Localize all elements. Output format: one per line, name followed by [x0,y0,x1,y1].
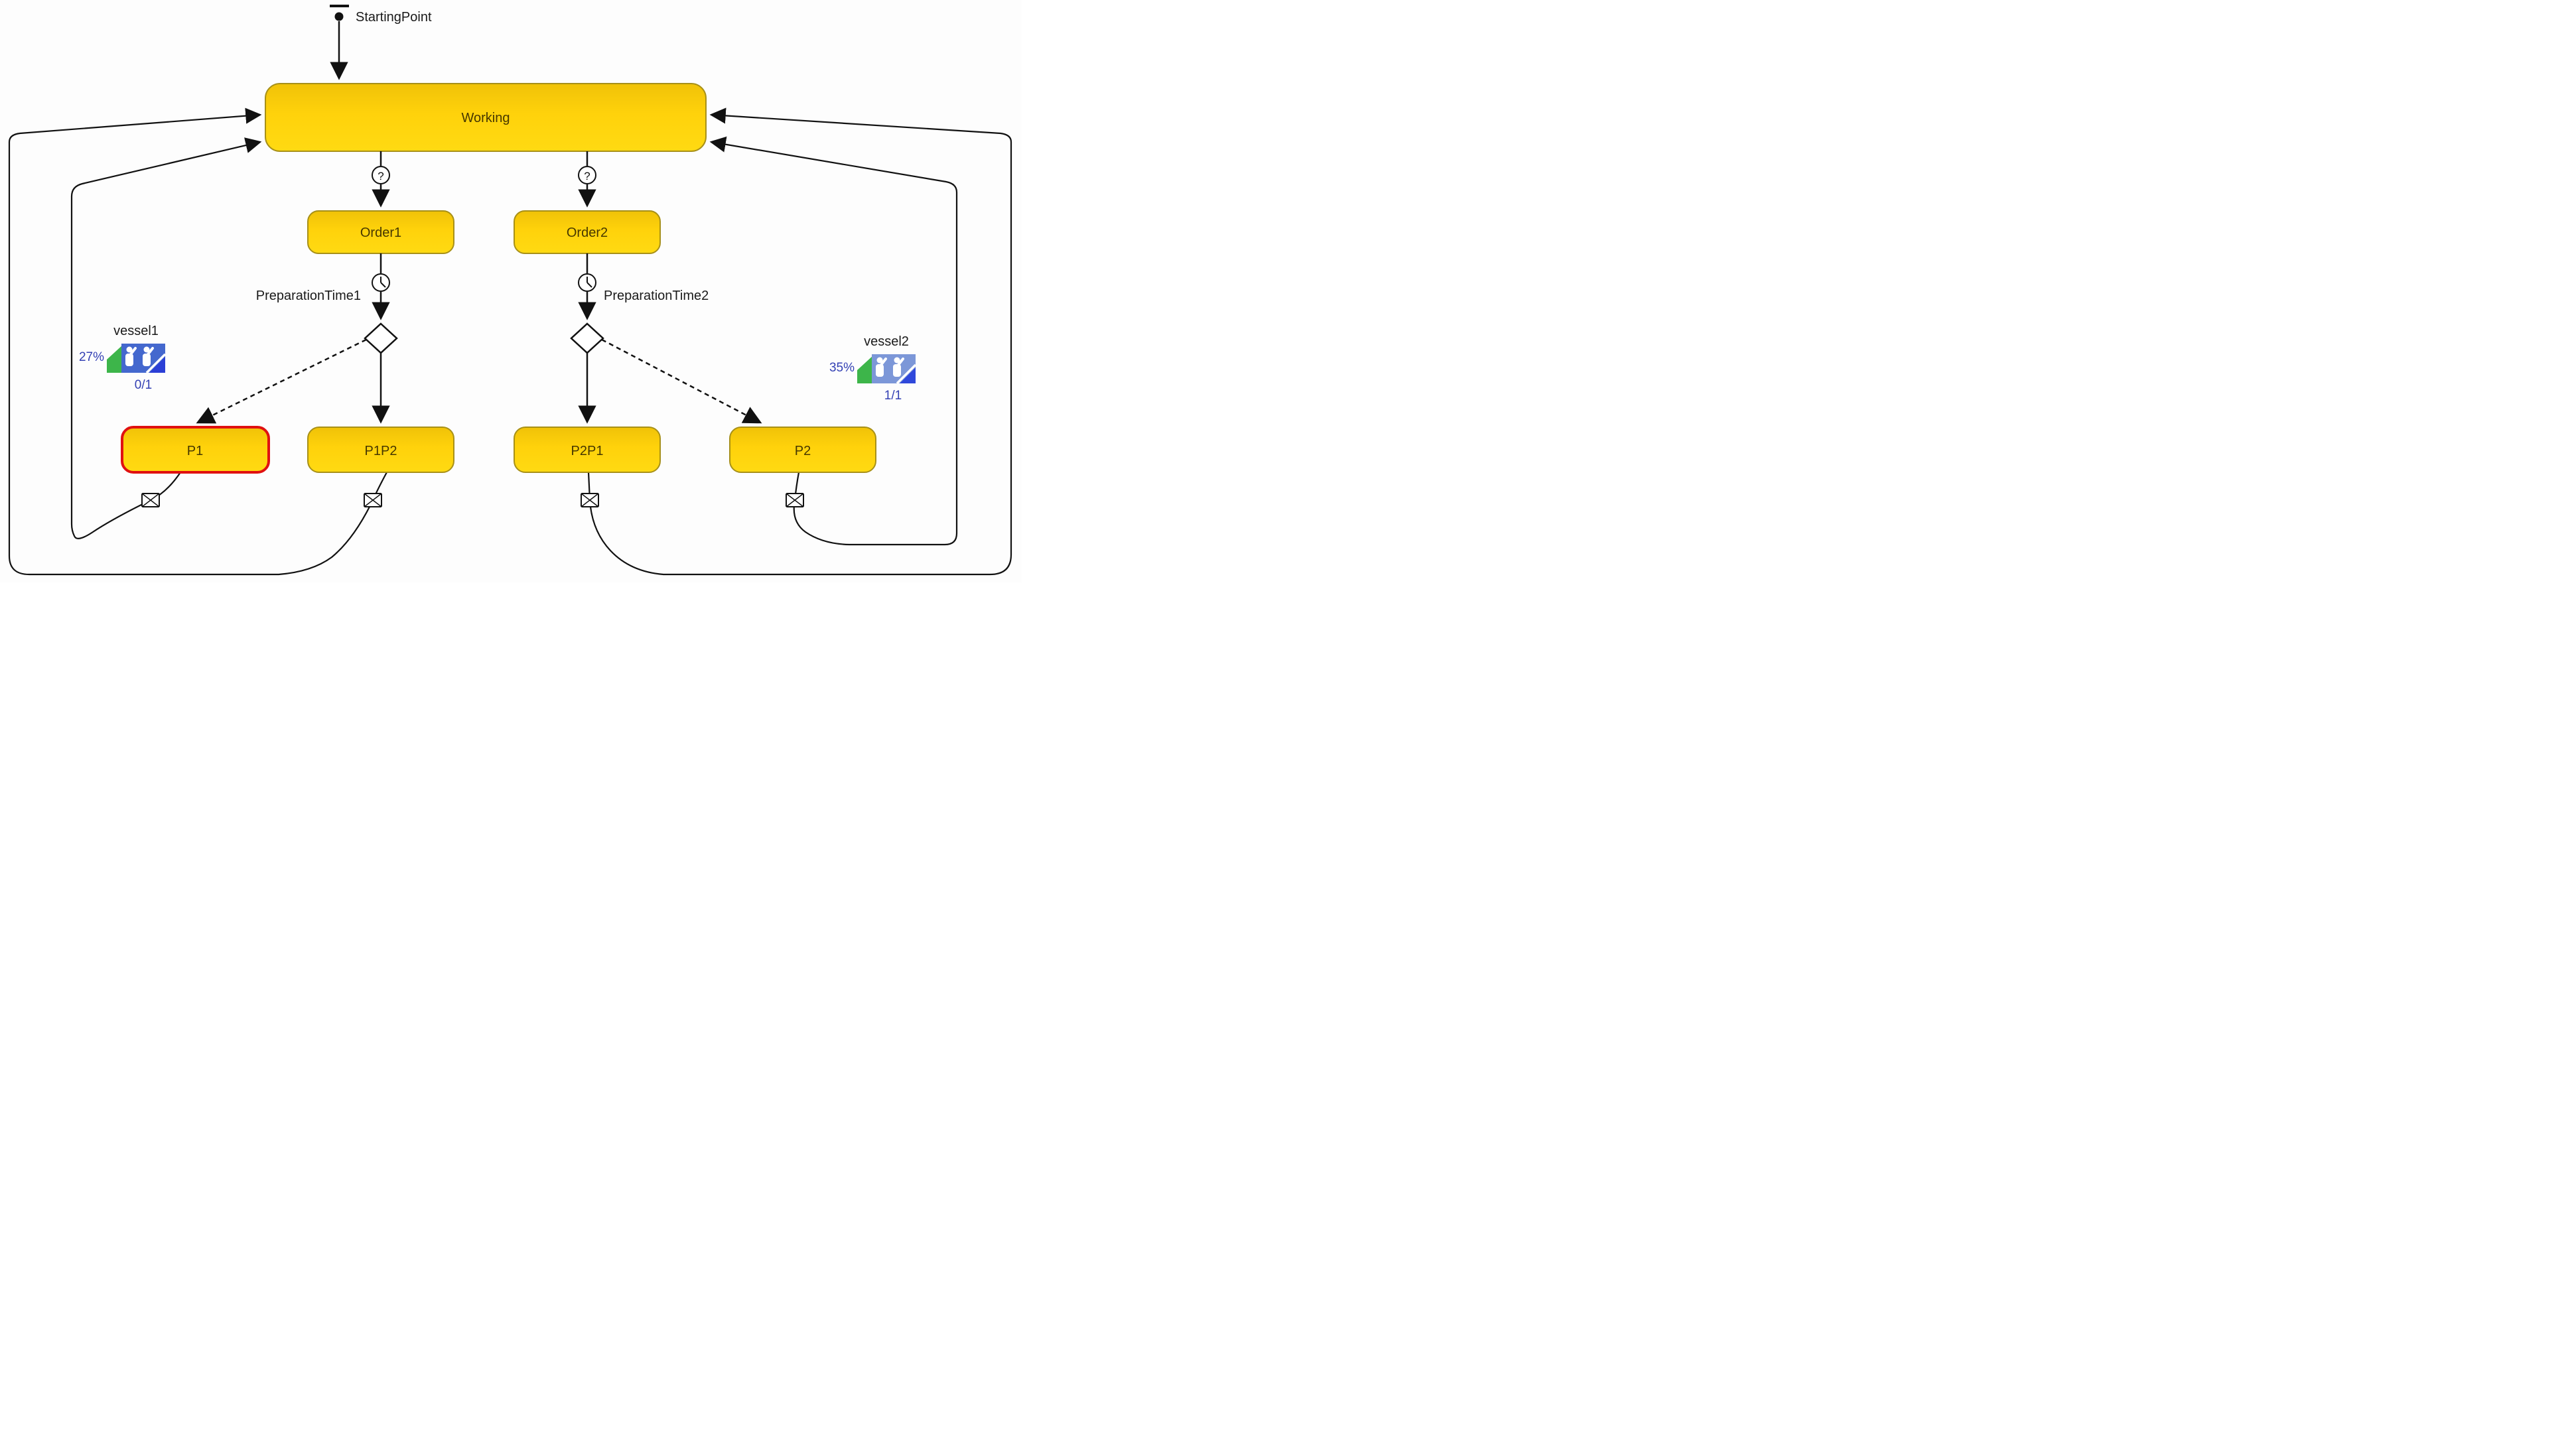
branch-diamond-2[interactable] [570,322,604,354]
message-envelope-icon[interactable] [364,493,382,507]
state-working[interactable] [265,83,707,152]
starting-point-label: StartingPoint [356,10,432,25]
state-working-label: Working [462,111,510,125]
initial-state-dot [334,12,344,21]
resource-pool-slash [896,364,917,385]
question-icon [578,166,596,184]
state-order1-label: Order1 [360,226,401,240]
state-p1p2-label: P1P2 [365,444,397,458]
transition-p1p2-to-working[interactable] [8,107,387,576]
question-icon-glyph: ? [584,170,590,182]
vessel1-utilization: 27% [79,350,104,364]
state-p2p1-label: P2P1 [571,444,604,458]
preparation-time1-label: PreparationTime1 [256,289,361,303]
utilization-wedge [857,356,873,383]
initial-state-pointer[interactable] [330,5,349,80]
preparation-time2-label: PreparationTime2 [604,289,709,303]
worker-figure-icon [125,346,137,366]
transition-order2-timeout[interactable] [578,253,596,320]
vessel1-name-label: vessel1 [113,324,159,338]
vessel2-utilization: 35% [829,361,855,375]
transition-branch2-to-p2-dashed[interactable] [601,338,762,424]
resource-pool-corner [149,357,165,373]
vessel2-busy-count: 1/1 [884,389,902,403]
statechart-svg: StartingPoint Working ? Order1 Preparati… [8,5,1012,576]
transition-p1-to-working[interactable] [70,137,262,539]
transition-branch1-to-p1-dashed[interactable] [196,338,367,424]
resource-pool-corner [900,367,916,383]
vessel1-busy-count: 0/1 [135,378,152,392]
state-p2-label: P2 [795,444,811,458]
vessel2-name-label: vessel2 [864,334,909,349]
statechart-canvas: StartingPoint Working ? Order1 Preparati… [0,0,1022,582]
state-p1p2[interactable] [307,427,454,473]
message-envelope-icon[interactable] [581,493,599,507]
state-p1[interactable] [121,426,270,474]
transition-working-to-order1[interactable]: ? [372,151,390,208]
state-p2[interactable] [729,427,876,473]
message-envelope-icon[interactable] [141,493,160,507]
clock-icon [578,273,596,292]
resource-pool-icon-vessel1[interactable] [107,344,167,374]
worker-figure-icon [893,357,904,377]
resource-pool-slash [145,353,167,374]
state-p1-label: P1 [187,444,203,458]
state-order2-label: Order2 [567,226,608,240]
worker-figure-icon [143,346,154,366]
worker-figure-icon [876,357,887,377]
question-icon-glyph: ? [378,170,383,182]
clock-icon [372,273,390,292]
branch-diamond-1[interactable] [364,322,398,354]
message-envelope-icon[interactable] [786,493,804,507]
question-icon [372,166,390,184]
transition-working-to-order2[interactable]: ? [578,151,596,208]
state-p2p1[interactable] [514,427,661,473]
transition-p2-to-working[interactable] [709,136,958,546]
resource-pool-icon-vessel2[interactable] [857,354,917,385]
transition-order1-timeout[interactable] [372,253,390,320]
utilization-wedge [107,345,123,373]
